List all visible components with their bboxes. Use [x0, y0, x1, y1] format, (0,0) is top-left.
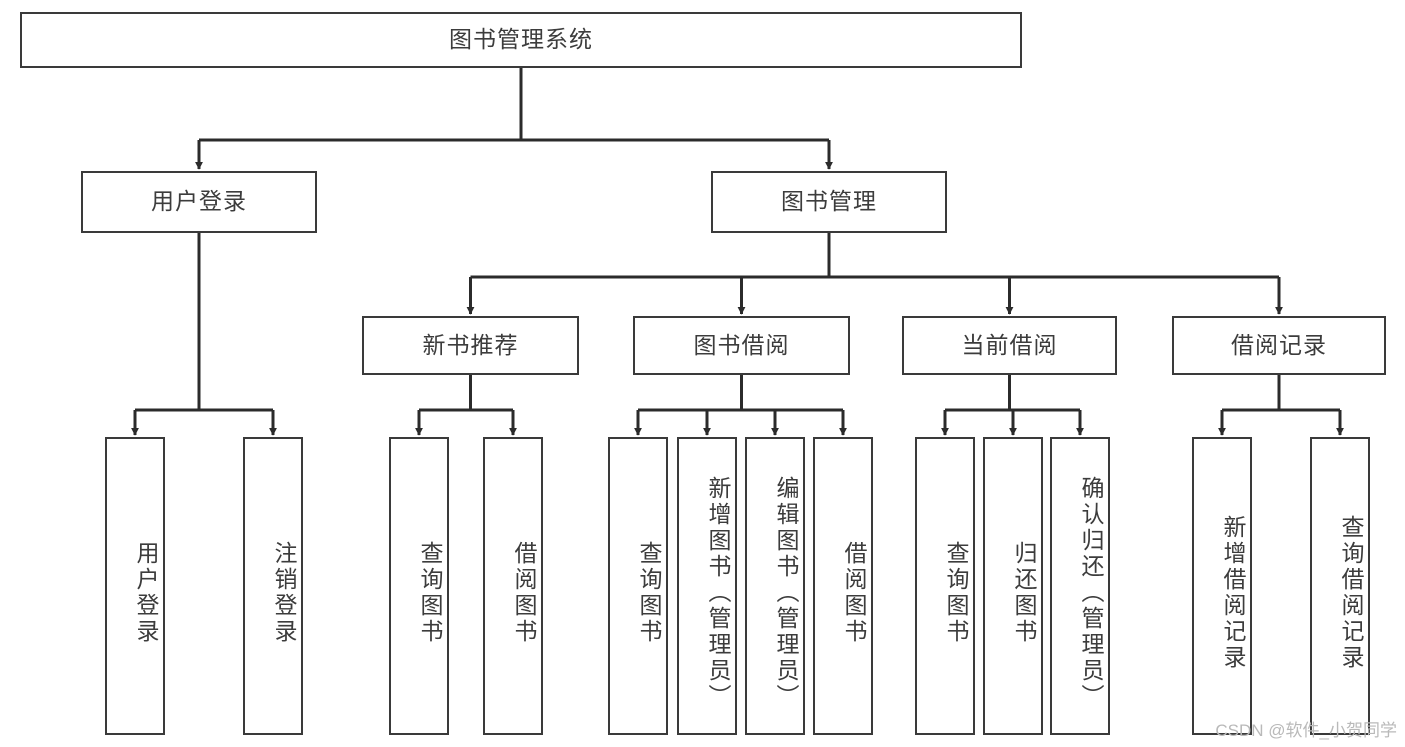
node-leaf-7-借阅图书: 借阅图书 [813, 437, 873, 735]
node-leaf-12-查询借阅记录: 查询借阅记录 [1310, 437, 1370, 735]
node-label: 图书管理 [781, 188, 877, 215]
node-leaf-10-确认归还管理员: 确认归还（管理员） [1050, 437, 1110, 735]
node-label: 新增借阅记录 [1220, 515, 1246, 671]
node-label: 查询图书 [417, 541, 443, 645]
node-leaf-5-新增图书管理员: 新增图书（管理员） [677, 437, 737, 735]
node-level3-2-当前借阅: 当前借阅 [902, 316, 1117, 375]
node-leaf-1-注销登录: 注销登录 [243, 437, 303, 735]
node-label: 借阅图书 [841, 541, 867, 645]
node-label: 图书借阅 [693, 331, 790, 358]
node-label: 确认归还（管理员） [1078, 476, 1104, 710]
node-leaf-0-用户登录: 用户登录 [105, 437, 165, 735]
node-label: 查询图书 [943, 541, 969, 645]
node-label: 注销登录 [271, 541, 297, 645]
node-label: 查询借阅记录 [1338, 515, 1364, 671]
node-leaf-11-新增借阅记录: 新增借阅记录 [1192, 437, 1252, 735]
node-label: 新书推荐 [422, 331, 519, 358]
node-leaf-3-借阅图书: 借阅图书 [483, 437, 543, 735]
node-leaf-9-归还图书: 归还图书 [983, 437, 1043, 735]
node-leaf-4-查询图书: 查询图书 [608, 437, 668, 735]
node-level3-3-借阅记录: 借阅记录 [1172, 316, 1386, 375]
node-label: 查询图书 [636, 541, 662, 645]
node-label: 用户登录 [133, 541, 159, 645]
node-root-0-图书管理系统: 图书管理系统 [20, 12, 1022, 68]
node-leaf-6-编辑图书管理员: 编辑图书（管理员） [745, 437, 805, 735]
node-label: 借阅记录 [1231, 331, 1327, 358]
node-label: 新增图书（管理员） [705, 476, 731, 710]
node-level3-1-图书借阅: 图书借阅 [633, 316, 850, 375]
node-label: 借阅图书 [511, 541, 537, 645]
watermark-text: CSDN @软件_小贺同学 [1215, 721, 1397, 740]
node-label: 归还图书 [1011, 541, 1037, 645]
node-label: 编辑图书（管理员） [773, 476, 799, 710]
node-label: 图书管理系统 [449, 26, 593, 53]
node-label: 用户登录 [151, 188, 247, 215]
node-level3-0-新书推荐: 新书推荐 [362, 316, 579, 375]
node-leaf-2-查询图书: 查询图书 [389, 437, 449, 735]
node-level2-0-用户登录: 用户登录 [81, 171, 317, 233]
node-label: 当前借阅 [961, 331, 1058, 358]
node-level2-1-图书管理: 图书管理 [711, 171, 947, 233]
node-leaf-8-查询图书: 查询图书 [915, 437, 975, 735]
